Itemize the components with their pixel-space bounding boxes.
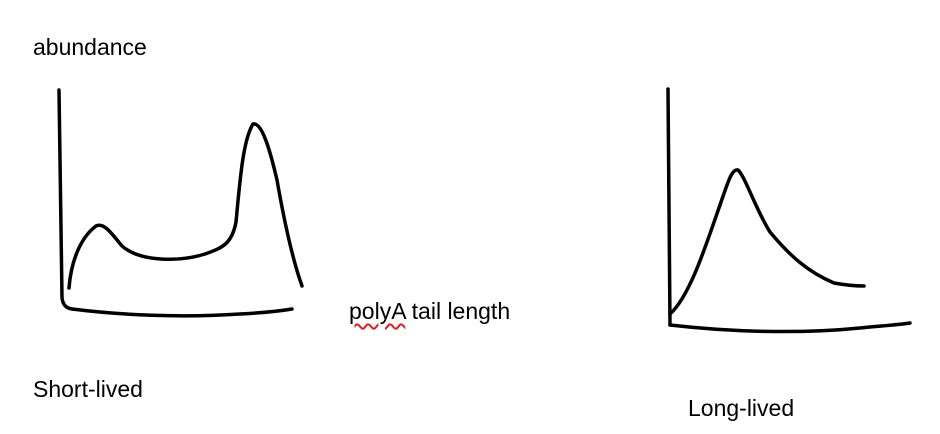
long-lived-y-axis: [666, 87, 672, 327]
short-lived-distribution-curve: [67, 122, 304, 290]
long-lived-distribution-curve: [668, 168, 866, 316]
long-lived-plot: [666, 87, 912, 334]
x-axis-label-rest: tail length: [405, 298, 511, 324]
short-lived-x-axis: [70, 307, 294, 318]
x-axis-label: polyA tail length: [349, 297, 510, 325]
x-axis-label-polya: polyA: [349, 298, 406, 324]
short-lived-y-axis: [57, 88, 74, 311]
short-lived-plot: [57, 88, 304, 318]
long-lived-x-axis: [668, 321, 912, 334]
short-lived-label: Short-lived: [33, 376, 143, 402]
long-lived-label: Long-lived: [688, 395, 795, 421]
y-axis-label: abundance: [33, 34, 147, 60]
